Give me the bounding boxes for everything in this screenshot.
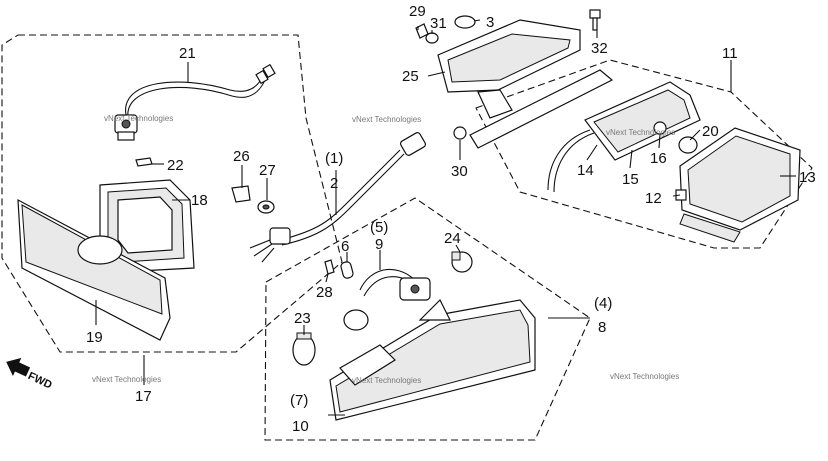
- callout-23: 23: [294, 310, 311, 327]
- callout-17: 17: [135, 388, 152, 405]
- part-9-socket-harness: [343, 268, 431, 331]
- callout-9: 9: [375, 236, 383, 253]
- watermark-text: vNext Technologies: [92, 375, 161, 384]
- watermark-text: vNext Technologies: [606, 128, 675, 137]
- part-2-harness: [249, 132, 427, 263]
- callout-1: (1): [325, 150, 343, 167]
- right-group-boundary: [475, 59, 813, 249]
- part-20-bulb: [678, 136, 698, 154]
- part-6-bulb: [340, 261, 354, 279]
- part-22-clip: [135, 157, 153, 167]
- part-8-lamp-assembly: [329, 298, 536, 421]
- part-32-bolt: [589, 9, 601, 31]
- callout-25: 25: [402, 68, 419, 85]
- leader-lines: [95, 19, 796, 416]
- part-24-bulb: [451, 251, 473, 273]
- callout-26: 26: [233, 148, 250, 165]
- callout-11: 11: [722, 45, 738, 62]
- callout-2: 2: [330, 175, 338, 192]
- callout-21: 21: [179, 45, 196, 62]
- part-28-bulb-wedge: [324, 259, 335, 275]
- watermark-text: vNext Technologies: [352, 376, 421, 385]
- callout-10: 10: [292, 418, 309, 435]
- callout-28: 28: [316, 284, 333, 301]
- part-26-grommet: [231, 185, 251, 203]
- callout-12: 12: [645, 190, 662, 207]
- callout-32: 32: [591, 40, 608, 57]
- callout-3: 3: [486, 14, 494, 31]
- callout-18: 18: [191, 192, 208, 209]
- callout-13: 13: [799, 169, 816, 186]
- callout-15: 15: [622, 171, 639, 188]
- part-25-bracket: [437, 19, 614, 149]
- part-12-gasket: [675, 189, 687, 201]
- callout-8: 8: [598, 319, 606, 336]
- part-21-harness: [114, 63, 276, 141]
- part-31-nut: [425, 32, 439, 44]
- callout-6: 6: [341, 238, 349, 255]
- part-13-lens: [679, 127, 801, 243]
- fwd-label: FWD: [26, 370, 54, 391]
- callout-16: 16: [650, 150, 667, 167]
- callout-24: 24: [444, 230, 461, 247]
- callout-5: (5): [370, 219, 388, 236]
- watermark-text: vNext Technologies: [352, 115, 421, 124]
- callout-27: 27: [259, 162, 276, 179]
- callout-19: 19: [86, 329, 103, 346]
- watermark-text: vNext Technologies: [104, 114, 173, 123]
- part-19-lens: [17, 198, 171, 341]
- callout-30: 30: [451, 163, 468, 180]
- callout-4: (4): [594, 295, 612, 312]
- callout-7: (7): [290, 392, 308, 409]
- part-14-frame: [547, 81, 701, 193]
- callout-29: 29: [409, 3, 426, 20]
- part-3-grommet: [454, 15, 476, 29]
- callouts: 21 22 18 19 17 26 27 (1) 2 (5) 9 6 28 24…: [86, 3, 816, 435]
- callout-22: 22: [167, 157, 184, 174]
- part-30-nut: [453, 126, 467, 140]
- callout-14: 14: [577, 162, 594, 179]
- callout-20: 20: [702, 123, 719, 140]
- left-group-boundary: [1, 34, 343, 353]
- part-23-bulb: [292, 332, 316, 366]
- forward-direction-arrow: FWD: [6, 357, 54, 392]
- callout-31: 31: [430, 15, 447, 32]
- watermark-text: vNext Technologies: [610, 372, 679, 381]
